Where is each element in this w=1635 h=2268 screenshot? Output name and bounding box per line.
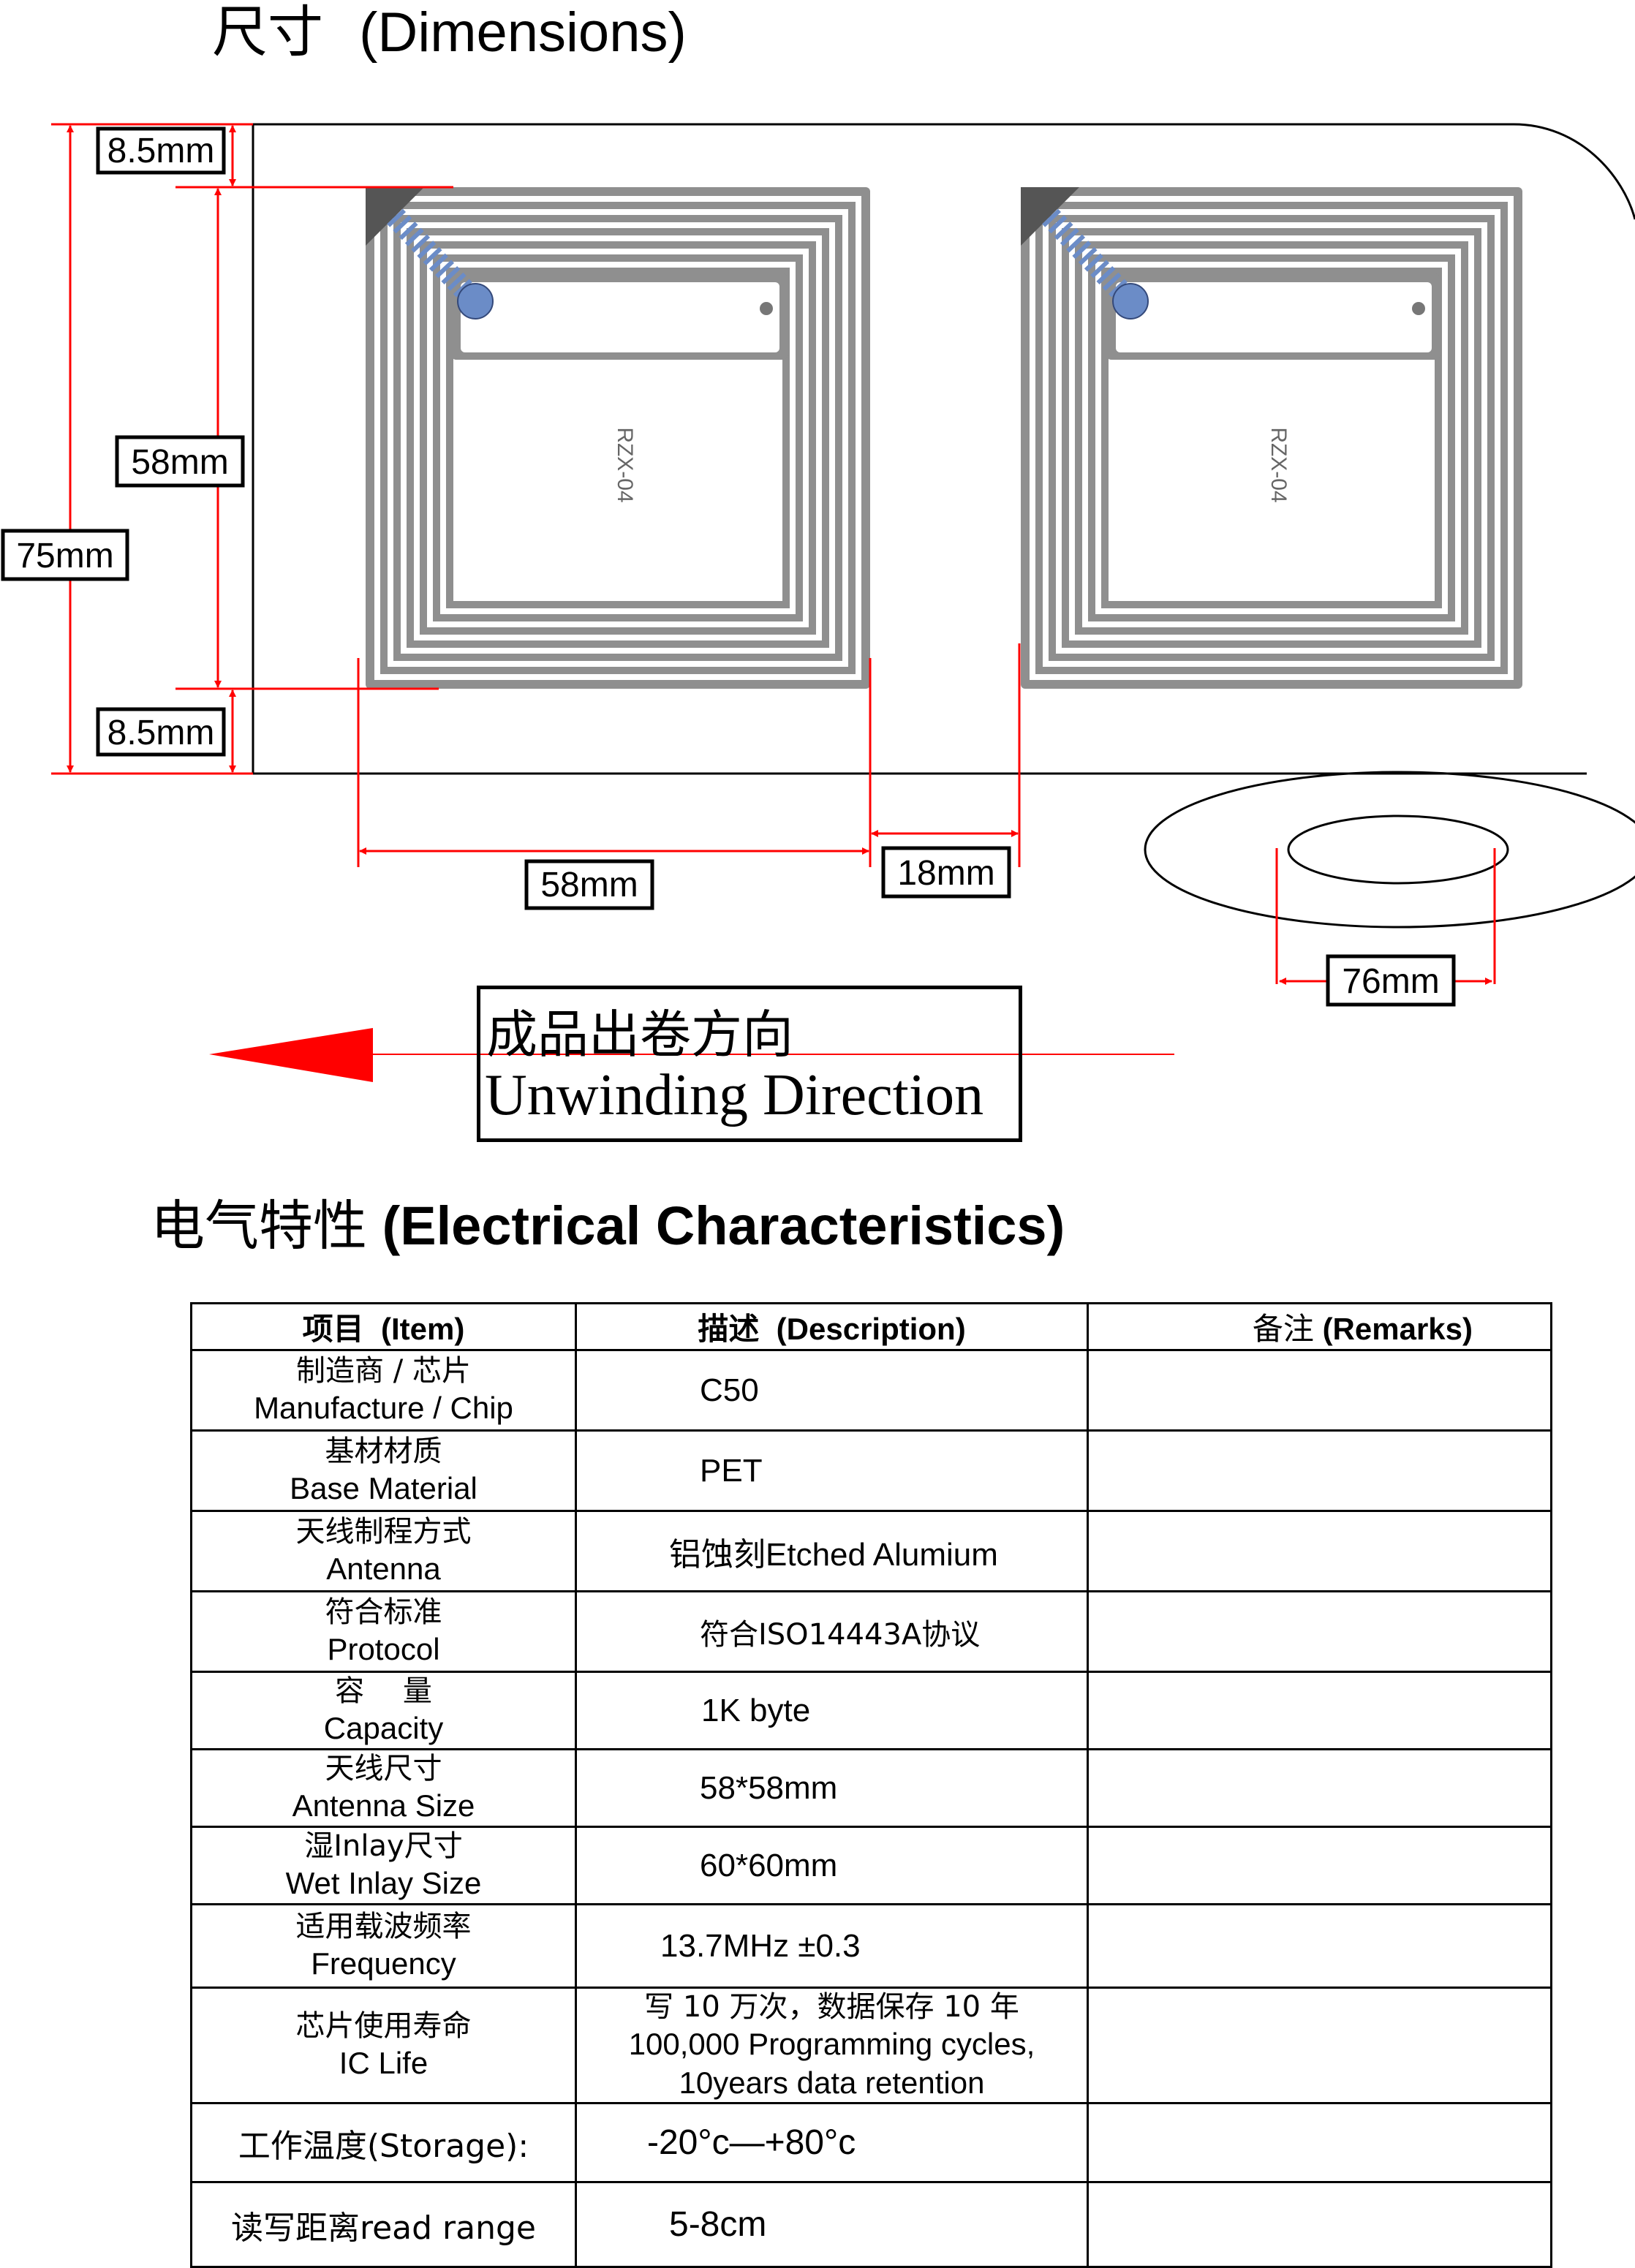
remarks-cell — [1087, 1826, 1552, 1905]
dimensions-title-en: (Dimensions) — [359, 1, 687, 64]
remarks-cell — [1087, 1987, 1552, 2104]
header-item: 项目 (Item) — [190, 1302, 577, 1351]
dim-label-antenna-height: 58mm — [115, 435, 245, 488]
antenna-inlay-2: RZX-04 — [1021, 187, 1522, 689]
svg-text:75mm: 75mm — [16, 537, 113, 575]
desc-cell: 5-8cm — [575, 2181, 1089, 2268]
remarks-cell — [1087, 2181, 1552, 2268]
dim-label-gap: 18mm — [881, 846, 1011, 899]
dim-label-antenna-width: 58mm — [524, 859, 654, 910]
roll-outer-ellipse — [1144, 771, 1635, 929]
remarks-cell — [1087, 1903, 1552, 1989]
dim-label-total-height: 75mm — [1, 529, 129, 581]
table-row: 工作温度(Storage): -20°c—+80°c — [190, 2102, 1552, 2183]
item-cell: 工作温度(Storage): — [190, 2102, 577, 2183]
remarks-cell — [1087, 1349, 1552, 1432]
svg-text:8.5mm: 8.5mm — [107, 132, 215, 170]
dimensions-title: 尺寸 (Dimensions) — [212, 4, 687, 61]
svg-text:58mm: 58mm — [540, 866, 638, 904]
dimensions-title-cn: 尺寸 — [212, 0, 323, 64]
remarks-cell — [1087, 2102, 1552, 2183]
roll-core-ellipse — [1287, 814, 1509, 885]
desc-cell: -20°c—+80°c — [575, 2102, 1089, 2183]
header-description: 描述 (Description) — [575, 1302, 1089, 1351]
desc-cell: 13.7MHz ±0.3 — [575, 1903, 1089, 1989]
dim-label-bottom-margin: 8.5mm — [96, 707, 226, 757]
inlay-text-2: RZX-04 — [1266, 427, 1291, 502]
desc-cell: C50 — [575, 1349, 1089, 1432]
desc-cell: 1K byte — [575, 1671, 1089, 1750]
header-remarks: 备注 (Remarks) — [1087, 1302, 1552, 1351]
desc-cell: 60*60mm — [575, 1826, 1089, 1905]
desc-cell: PET — [575, 1429, 1089, 1512]
item-cell: 读写距离read range — [190, 2181, 577, 2268]
desc-cell: 铝蚀刻Etched Alumium — [575, 1510, 1089, 1592]
unwinding-arrow-icon — [209, 1028, 373, 1082]
table-row: 读写距离read range 5-8cm — [190, 2181, 1552, 2268]
dimension-diagram: RZX-04 RZX-04 — [1, 123, 1635, 1082]
table-header-row: 项目 (Item) 描述 (Description) 备注 (Remarks) — [190, 1302, 1552, 1351]
remarks-cell — [1087, 1748, 1552, 1828]
desc-cell: 写 10 万次，数据保存 10 年 100,000 Programming cy… — [575, 1987, 1089, 2104]
electrical-spec-table: 项目 (Item) 描述 (Description) 备注 (Remarks) … — [190, 1302, 1552, 2268]
electrical-title: 电气特性 (Electrical Characteristics) — [151, 1199, 1065, 1254]
dim-label-core: 76mm — [1326, 954, 1456, 1007]
dim-label-top-margin: 8.5mm — [96, 126, 226, 175]
electrical-title-en: (Electrical Characteristics) — [382, 1195, 1065, 1256]
remarks-cell — [1087, 1510, 1552, 1592]
remarks-cell — [1087, 1590, 1552, 1673]
antenna-inlay-1: RZX-04 — [366, 187, 870, 689]
inlay-text-1: RZX-04 — [613, 427, 637, 502]
dimension-lines — [51, 123, 1496, 1055]
label-roll — [252, 123, 1635, 929]
electrical-title-cn: 电气特性 — [151, 1195, 367, 1258]
svg-text:8.5mm: 8.5mm — [107, 714, 215, 752]
unwinding-label-cn: 成品出卷方向 — [486, 1005, 793, 1065]
svg-text:76mm: 76mm — [1342, 962, 1439, 1001]
remarks-cell — [1087, 1671, 1552, 1750]
remarks-cell — [1087, 1429, 1552, 1512]
unwinding-label-en: Unwinding Direction — [485, 1063, 984, 1127]
desc-cell: 符合ISO14443A协议 — [575, 1590, 1089, 1673]
desc-cell: 58*58mm — [575, 1748, 1089, 1828]
svg-text:58mm: 58mm — [131, 443, 228, 482]
unwinding-direction-box: 成品出卷方向 Unwinding Direction — [477, 986, 1022, 1142]
svg-text:18mm: 18mm — [897, 854, 994, 893]
